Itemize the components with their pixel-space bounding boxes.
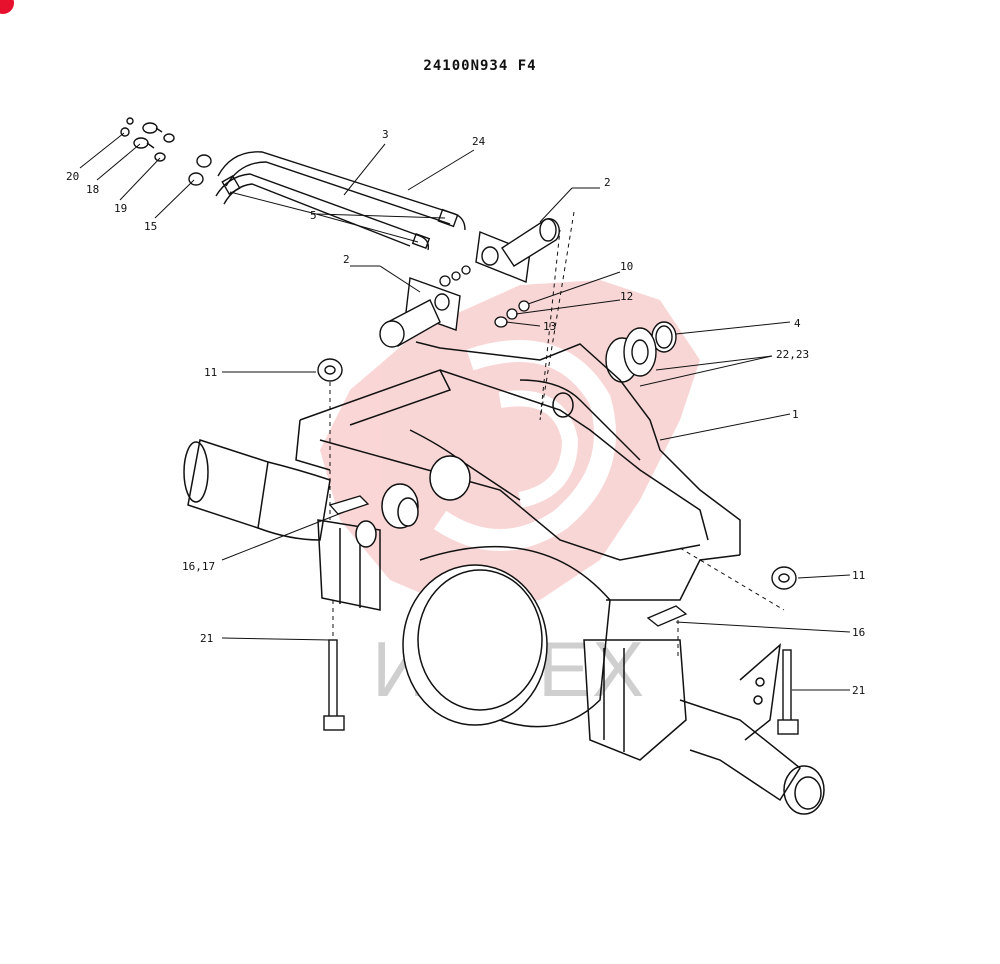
callout-13: 13	[543, 320, 556, 333]
callout-16-17: 16,17	[182, 560, 215, 573]
callout-12: 12	[620, 290, 633, 303]
fastener-nut-11-right	[771, 566, 797, 590]
fastener-nut-11-left	[317, 358, 343, 382]
callout-21-right: 21	[852, 684, 865, 697]
callout-15: 15	[144, 220, 157, 233]
callout-22-23: 22,23	[776, 348, 809, 361]
callout-2-left: 2	[343, 253, 350, 266]
watermark-logo	[320, 280, 700, 610]
callout-1: 1	[792, 408, 799, 421]
pivot-pin-left	[379, 277, 461, 348]
callout-20: 20	[66, 170, 79, 183]
callout-10: 10	[620, 260, 633, 273]
callout-16: 16	[852, 626, 865, 639]
pivot-pin-right	[475, 218, 560, 283]
leader-lines	[79, 132, 851, 691]
callout-4: 4	[794, 317, 801, 330]
callout-11-left: 11	[204, 366, 217, 379]
callout-21-left: 21	[200, 632, 213, 645]
callout-19: 19	[114, 202, 127, 215]
callout-labels: 20 18 19 15 3 24 5 2 2 10 12 13 4 22,23 …	[66, 128, 865, 697]
shim-16	[328, 495, 688, 627]
assembly-guides	[329, 211, 785, 660]
callout-18: 18	[86, 183, 99, 196]
callout-11-right: 11	[852, 569, 865, 582]
callout-2-right: 2	[604, 176, 611, 189]
stud-bolt-21-left	[323, 639, 345, 731]
axle-housing	[183, 341, 825, 815]
corner-badge	[0, 0, 14, 14]
hydraulic-pipes	[215, 151, 466, 251]
diagram-title: 24100N934 F4	[423, 58, 537, 74]
fitting-parts-group	[120, 117, 212, 186]
callout-24: 24	[472, 135, 486, 148]
callout-3: 3	[382, 128, 389, 141]
callout-5: 5	[310, 209, 317, 222]
bushing-22-23	[605, 327, 657, 383]
stud-bolt-21-right	[777, 649, 799, 735]
